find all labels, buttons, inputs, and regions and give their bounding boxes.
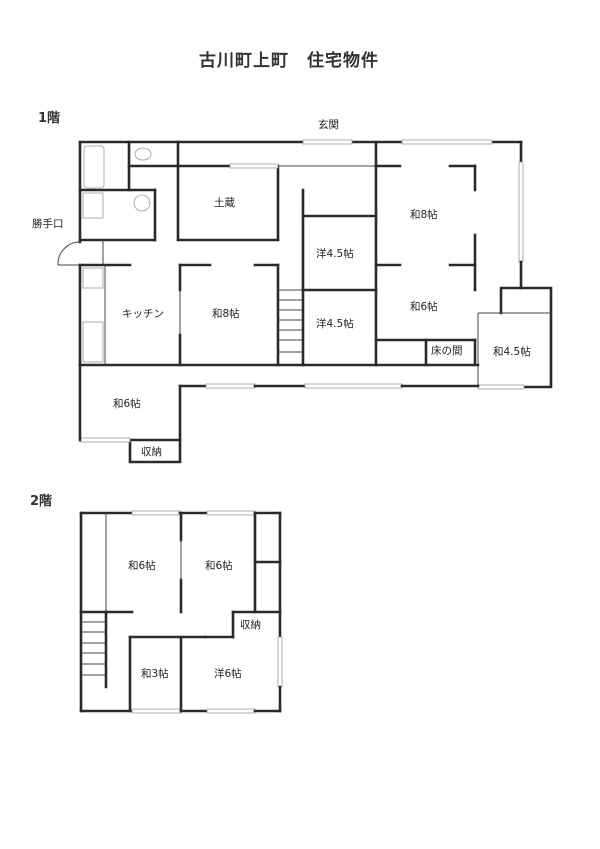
kitchen-sink-icon [82, 321, 104, 363]
room-wa6-b: 和6帖 [205, 559, 233, 572]
room-genkan: 玄関 [318, 118, 339, 131]
page-title: 古川町上町 住宅物件 [199, 51, 379, 71]
window [401, 139, 493, 145]
window [206, 708, 256, 714]
room-dozo: 土蔵 [214, 196, 235, 209]
window [302, 139, 353, 145]
toilet-icon [134, 147, 152, 161]
window [518, 161, 524, 263]
floor-2-plan [79, 510, 283, 714]
window [206, 510, 256, 516]
room-yo45-lower: 洋4.5帖 [316, 317, 354, 330]
stairs-icon [278, 289, 303, 353]
sink-icon [82, 192, 104, 219]
room-wa6-a: 和6帖 [128, 559, 156, 572]
window [304, 383, 403, 389]
room-wa6-left: 和6帖 [113, 397, 141, 410]
room-shuno2: 収納 [240, 618, 261, 631]
room-wa6-right: 和6帖 [410, 300, 438, 313]
bathtub-icon [83, 145, 105, 189]
floor-1-plan [57, 139, 553, 464]
window [229, 163, 279, 169]
room-yo6: 洋6帖 [214, 667, 242, 680]
window [477, 384, 525, 390]
room-wa8-right: 和8帖 [410, 208, 438, 221]
floor-2-label: 2階 [30, 494, 53, 509]
room-katteguchi: 勝手口 [32, 217, 64, 230]
window [205, 383, 256, 389]
room-wa45: 和4.5帖 [493, 345, 531, 358]
window [131, 510, 181, 516]
room-kitchen: キッチン [122, 308, 164, 320]
window [131, 708, 182, 714]
window [79, 437, 131, 443]
stairs-icon [81, 621, 106, 676]
room-yo45-upper: 洋4.5帖 [316, 247, 354, 260]
room-shuno: 収納 [141, 445, 162, 458]
room-wa3: 和3帖 [141, 667, 169, 680]
room-wa8-center: 和8帖 [212, 307, 240, 320]
stove-icon [82, 267, 104, 289]
floor-1-label: 1階 [38, 111, 61, 126]
washer-icon [133, 194, 151, 212]
room-tokonoma: 床の間 [431, 344, 463, 357]
window [277, 636, 283, 688]
